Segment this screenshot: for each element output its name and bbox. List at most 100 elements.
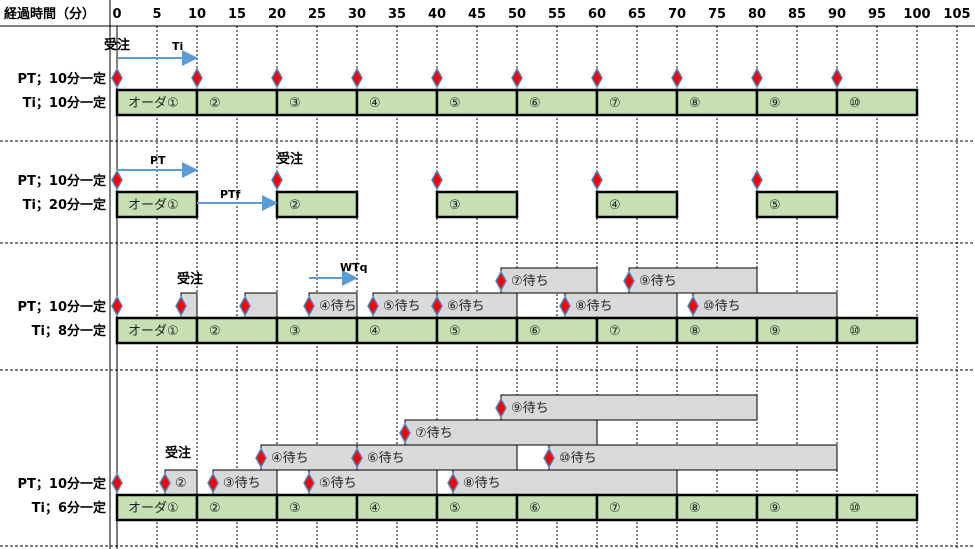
axis-tick-label: 10 (188, 7, 206, 22)
pt-label: PT；10分一定 (18, 71, 107, 87)
axis-tick-label: 55 (548, 7, 566, 22)
order-arrival-diamond-icon (111, 67, 123, 89)
axis-tick-label: 15 (228, 7, 246, 22)
order-label: ④ (609, 198, 621, 213)
order-arrival-diamond-icon (831, 67, 843, 89)
order-label: ④ (369, 501, 381, 516)
order-label: ⑥ (529, 96, 541, 111)
order-label: ⑨ (769, 501, 781, 516)
wait-box (260, 444, 358, 471)
order-process-bar (675, 88, 759, 117)
axis-tick-label: 45 (468, 7, 486, 22)
order-label: ⑨ (769, 324, 781, 339)
order-arrival-diamond-icon (303, 295, 315, 317)
order-arrival-diamond-icon (511, 67, 523, 89)
axis-tick-label: 30 (348, 7, 366, 22)
order-arrival-diamond-icon (111, 169, 123, 191)
order-arrival-diamond-icon (191, 67, 203, 89)
order-process-bar (115, 190, 199, 219)
pt-label: PT；10分一定 (18, 476, 107, 492)
wait-label: ⑩待ち (703, 299, 741, 314)
order-arrival-diamond-icon (431, 295, 443, 317)
order-process-bar (755, 316, 839, 345)
order-label: オーダ① (128, 324, 179, 339)
order-arrival-diamond-icon (543, 447, 555, 469)
wait-label: ⑨待ち (639, 274, 677, 289)
interval-label: WTq (340, 261, 368, 274)
wait-label: ⑤待ち (383, 299, 421, 314)
wait-label: ⑩待ち (559, 451, 597, 466)
order-arrival-diamond-icon (175, 295, 187, 317)
interval-label: PTf (220, 188, 241, 201)
ti-label: Ti；8分一定 (32, 323, 106, 339)
order-process-bar (115, 493, 199, 522)
order-process-bar (595, 190, 679, 219)
wait-box (500, 267, 598, 294)
order-received-label: 受注 (104, 37, 130, 53)
order-label: ⑦ (609, 324, 621, 339)
order-arrival-diamond-icon (111, 295, 123, 317)
order-arrival-diamond-icon (271, 67, 283, 89)
axis-tick-label: 95 (868, 7, 886, 22)
order-arrival-diamond-icon (559, 295, 571, 317)
ti-label: Ti；10分一定 (23, 95, 106, 111)
axis-tick-label: 5 (152, 7, 161, 22)
order-arrival-diamond-icon (495, 397, 507, 419)
axis-tick-label: 90 (828, 7, 846, 22)
order-label: ⑦ (609, 501, 621, 516)
order-process-bar (275, 190, 359, 219)
order-label: オーダ① (128, 96, 179, 111)
order-label: ④ (369, 324, 381, 339)
order-received-label: 受注 (165, 445, 191, 461)
order-arrival-diamond-icon (351, 67, 363, 89)
order-process-bar (595, 316, 679, 345)
order-label: ⑧ (689, 324, 701, 339)
order-arrival-diamond-icon (751, 67, 763, 89)
order-process-bar (675, 316, 759, 345)
wait-box (356, 444, 518, 471)
axis-tick-label: 35 (388, 7, 406, 22)
ti-label: Ti；20分一定 (23, 197, 106, 213)
wait-label: ⑦待ち (511, 274, 549, 289)
axis-tick-label: 25 (308, 7, 326, 22)
wait-label: ④待ち (319, 299, 357, 314)
wait-label: ⑦待ち (415, 426, 453, 441)
wait-label: ⑤待ち (319, 476, 357, 491)
order-label: ⑩ (849, 96, 861, 111)
order-arrival-diamond-icon (623, 270, 635, 292)
order-label: ⑤ (449, 324, 461, 339)
order-label: ⑥ (529, 324, 541, 339)
wait-label: ⑨待ち (511, 401, 549, 416)
order-label: ③ (289, 501, 301, 516)
axis-tick-label: 105 (943, 7, 970, 22)
order-label: ⑩ (849, 324, 861, 339)
order-process-bar (275, 316, 359, 345)
axis-tick-label: 40 (428, 7, 446, 22)
order-arrival-diamond-icon (271, 169, 283, 191)
order-label: ③ (289, 96, 301, 111)
order-arrival-diamond-icon (159, 472, 171, 494)
order-process-bar (835, 88, 919, 117)
order-label: ⑧ (689, 96, 701, 111)
order-arrival-diamond-icon (591, 67, 603, 89)
order-label: ⑤ (449, 501, 461, 516)
order-arrival-diamond-icon (367, 295, 379, 317)
axis-title: 経過時間（分） (4, 6, 95, 22)
wait-label: ⑧待ち (575, 299, 613, 314)
wait-box (500, 394, 758, 421)
wait-label: ③待ち (223, 476, 261, 491)
axis-tick-label: 65 (628, 7, 646, 22)
pt-label: PT；10分一定 (18, 173, 107, 189)
axis-tick-label: 85 (788, 7, 806, 22)
order-arrival-diamond-icon (687, 295, 699, 317)
order-label: ③ (289, 324, 301, 339)
order-arrival-diamond-icon (671, 67, 683, 89)
order-arrival-diamond-icon (495, 270, 507, 292)
axis-tick-label: 0 (112, 7, 121, 22)
order-label: ③ (449, 198, 461, 213)
order-arrival-diamond-icon (447, 472, 459, 494)
order-arrival-diamond-icon (303, 472, 315, 494)
order-label: ② (289, 198, 301, 213)
